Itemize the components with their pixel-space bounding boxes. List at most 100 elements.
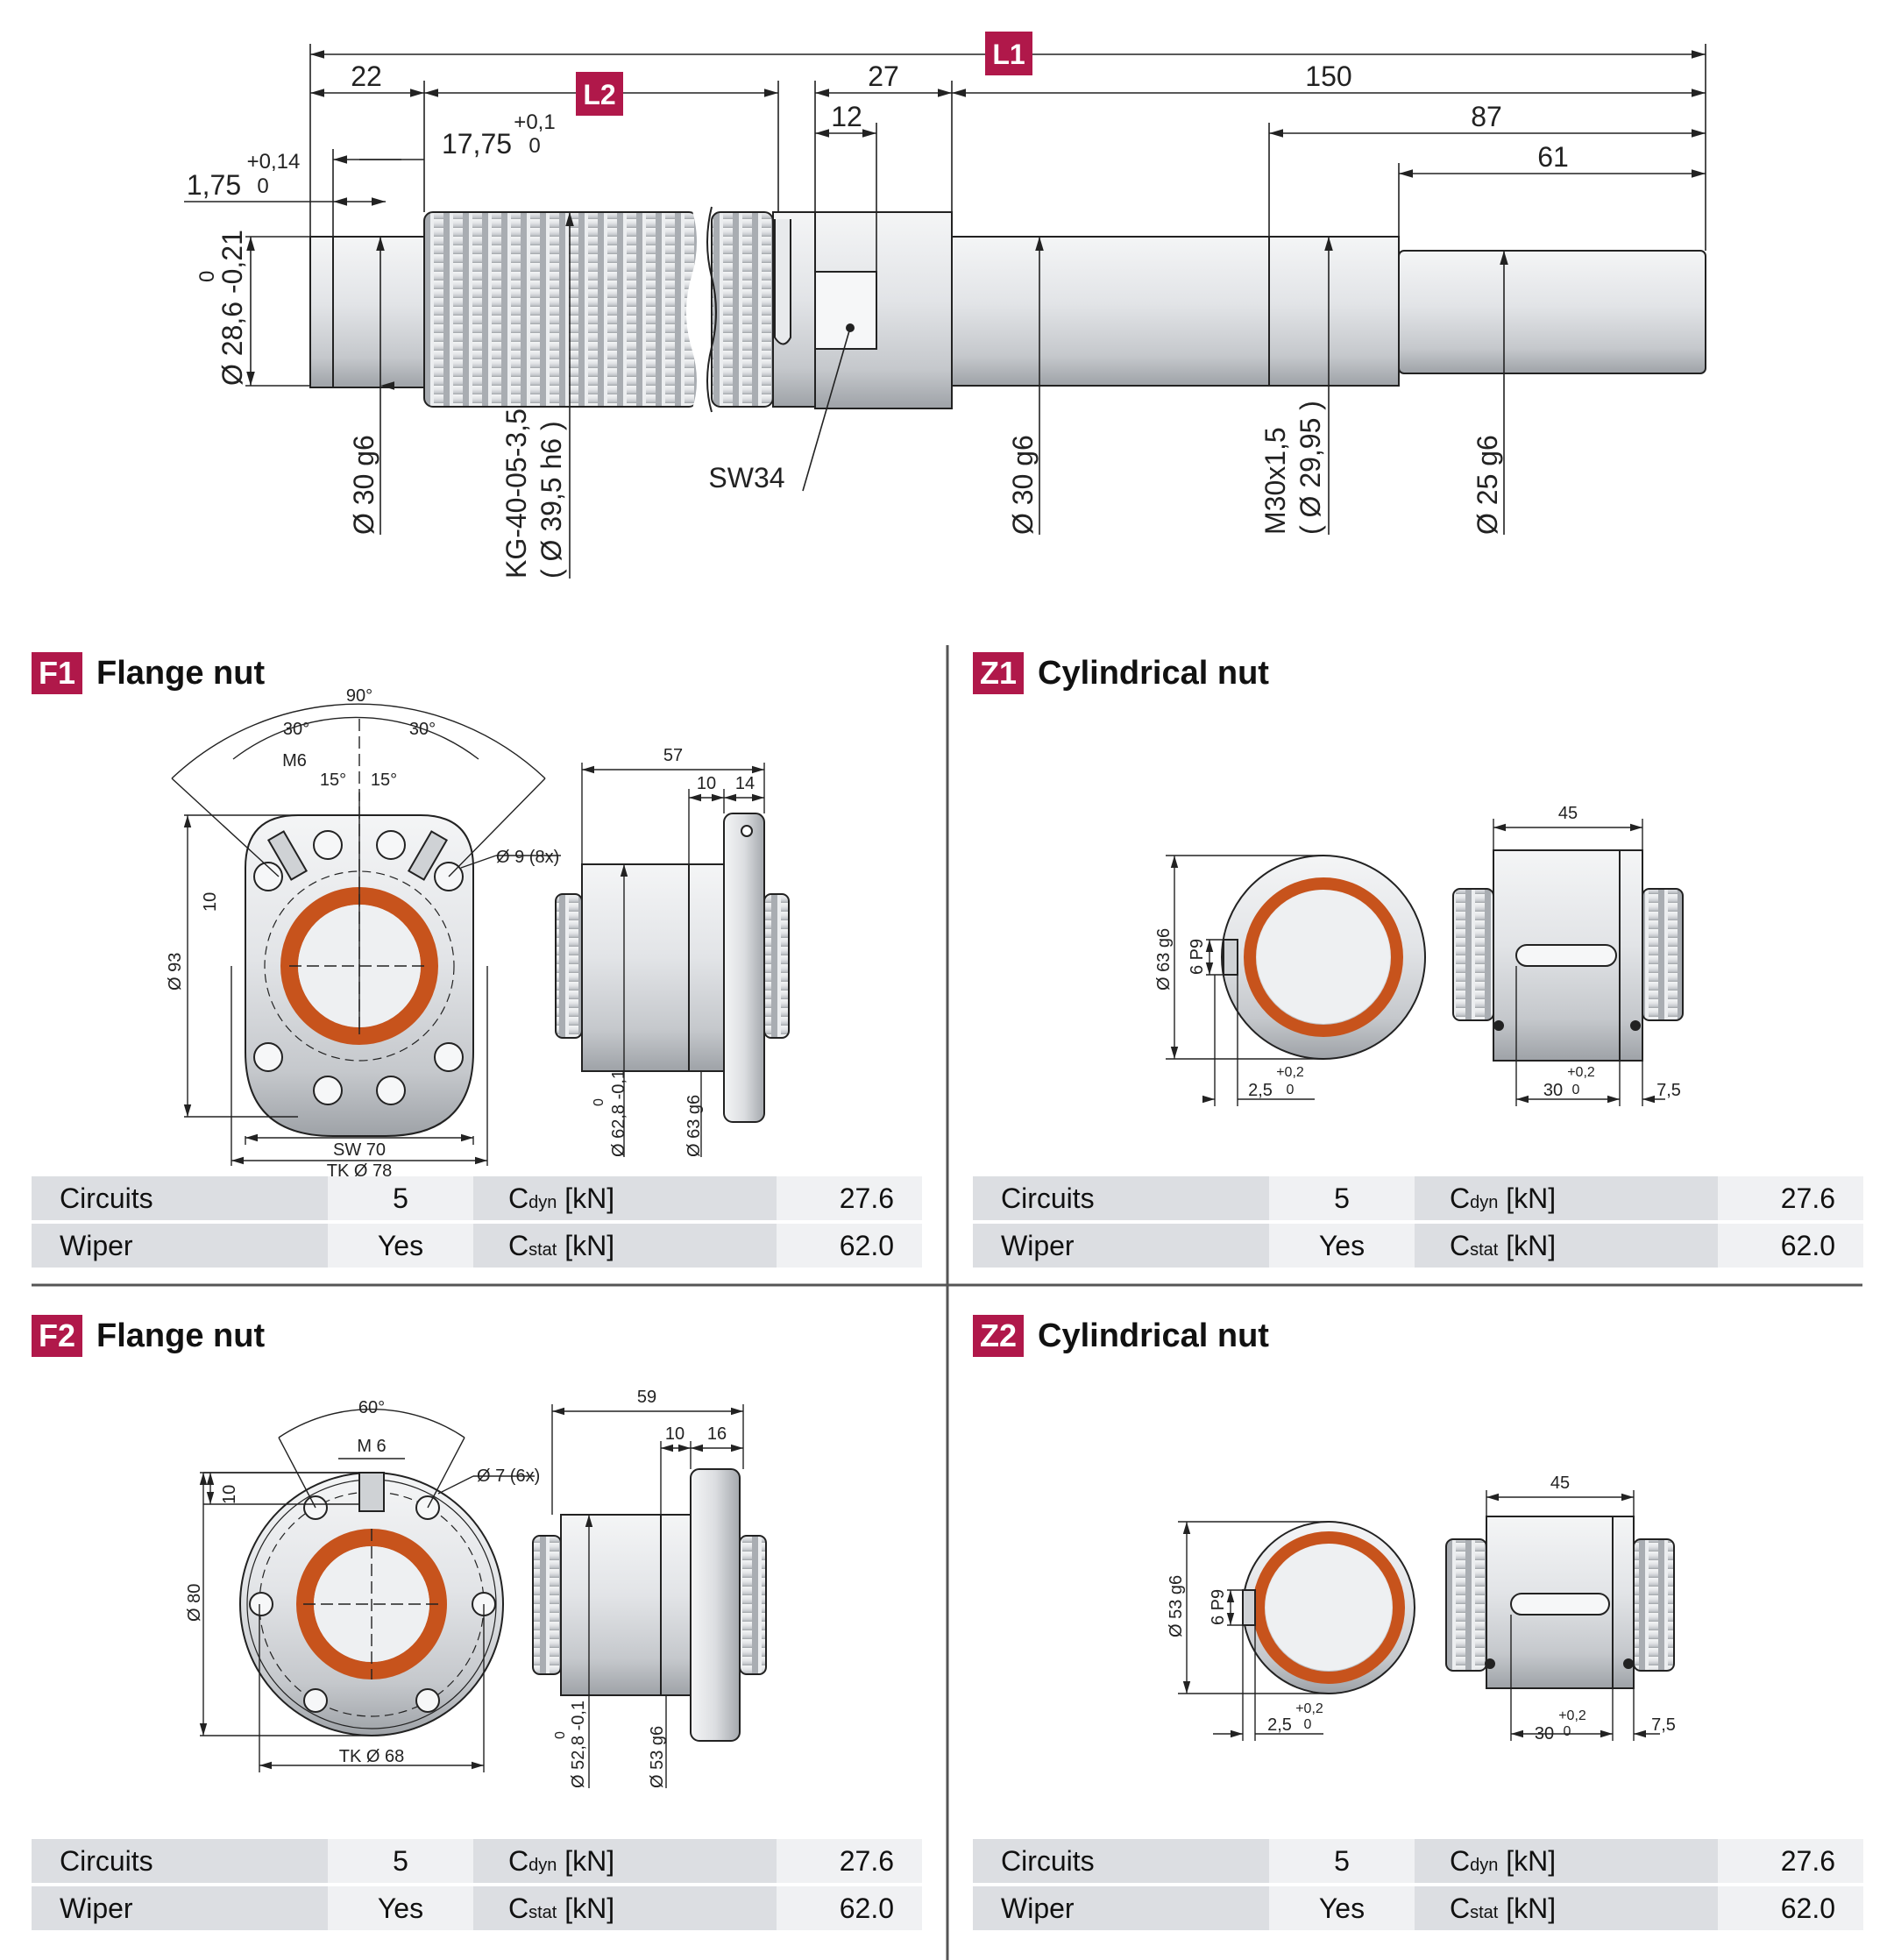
dim-phi30-right: Ø 30 g6 <box>1007 435 1039 535</box>
z1-dim-30-tol: +0,2 <box>1567 1065 1595 1080</box>
cdyn-value: 27.6 <box>777 1839 922 1883</box>
f2-d528: Ø 52,8 -0,1 <box>569 1701 588 1788</box>
z2-dim-30: 30 <box>1535 1724 1554 1743</box>
z2-dim-2-5-tol: +0,2 <box>1295 1701 1323 1716</box>
f2-tk68: TK Ø 68 <box>339 1747 404 1766</box>
cstat-label: Cstat [kN] <box>1415 1886 1718 1930</box>
dim-12: 12 <box>831 101 862 132</box>
f1-dim-10: 10 <box>201 892 220 912</box>
z1-d63: Ø 63 g6 <box>1154 928 1174 991</box>
shaft-thread-right <box>711 211 774 408</box>
cdyn-label: Cdyn [kN] <box>473 1839 777 1883</box>
dim-17-75-tol: +0,1 <box>514 110 555 134</box>
z2-dim-30-tol: +0,2 <box>1558 1708 1586 1723</box>
spec-row-circuits: Circuits 5 Cdyn [kN] 27.6 <box>32 1839 922 1883</box>
shaft-journal-left <box>332 236 425 388</box>
z2-front-dims <box>1178 1521 1329 1741</box>
section-title: Flange nut <box>96 654 266 692</box>
dim-17-75-tol0: 0 <box>528 134 540 158</box>
f2-dim-10: 10 <box>220 1485 239 1504</box>
f1-front-dims <box>171 703 561 1166</box>
f1-side-dims <box>581 763 765 1157</box>
dim-22: 22 <box>351 60 382 92</box>
shaft-m30-thread <box>1268 236 1400 387</box>
wiper-value: Yes <box>1269 1224 1415 1268</box>
z1-dim-30-tol0: 0 <box>1572 1083 1580 1097</box>
f1-d628: Ø 62,8 -0,1 <box>609 1069 628 1157</box>
cstat-value: 62.0 <box>1718 1886 1863 1930</box>
wiper-label: Wiper <box>973 1886 1269 1930</box>
f1-holes: Ø 9 (8x) <box>496 848 559 867</box>
spec-table-f1: Circuits 5 Cdyn [kN] 27.6 Wiper Yes Csta… <box>32 1173 922 1271</box>
z1-dim-30: 30 <box>1543 1081 1563 1100</box>
dim-kg-thread: KG-40-05-3,5 <box>500 408 532 579</box>
dim-m30-thread: M30x1,5 <box>1259 427 1291 535</box>
f1-angle-15-left: 15° <box>320 771 346 790</box>
z1-side-dims <box>1493 819 1665 1106</box>
f1-d63: Ø 63 g6 <box>685 1095 704 1157</box>
wiper-label: Wiper <box>973 1224 1269 1268</box>
spec-table-z1: Circuits 5 Cdyn [kN] 27.6 Wiper Yes Csta… <box>973 1173 1863 1271</box>
wiper-value: Yes <box>328 1224 473 1268</box>
circuits-label: Circuits <box>32 1839 328 1883</box>
f1-angle-30-left: 30° <box>283 720 309 739</box>
z1-dim-2-5-tol: +0,2 <box>1276 1065 1304 1080</box>
f1-dimension-labels: 90° 30° 30° M6 15° 15° Ø 9 (8x) 10 Ø 93 … <box>166 686 755 1181</box>
f1-tk78: TK Ø 78 <box>327 1161 392 1181</box>
section-header-f1: F1 Flange nut <box>32 652 265 694</box>
f1-side-view <box>555 813 790 1123</box>
z2-front-view <box>1242 1521 1415 1694</box>
section-header-z2: Z2 Cylindrical nut <box>973 1315 1269 1357</box>
wiper-label: Wiper <box>32 1224 328 1268</box>
section-header-f2: F2 Flange nut <box>32 1315 265 1357</box>
z1-dim-7-5: 7,5 <box>1656 1081 1681 1100</box>
circuits-label: Circuits <box>32 1176 328 1220</box>
cdyn-label: Cdyn [kN] <box>1415 1839 1718 1883</box>
dim-1-75-tol0: 0 <box>257 174 268 198</box>
section-title: Cylindrical nut <box>1038 654 1269 692</box>
f1-angle-90: 90° <box>346 686 372 706</box>
f1-front-view <box>245 814 474 1137</box>
dim-28-6-tol0: 0 <box>195 271 219 282</box>
marker-l2-label: L2 <box>583 79 615 110</box>
f2-len-10: 10 <box>665 1424 685 1444</box>
cdyn-value: 27.6 <box>777 1176 922 1220</box>
f2-dimension-labels: 60° M 6 Ø 7 (6x) 10 Ø 80 TK Ø 68 59 10 1… <box>185 1388 727 1788</box>
section-title: Flange nut <box>96 1317 266 1354</box>
marker-l1: L1 <box>985 32 1032 75</box>
z1-side-view <box>1452 849 1684 1062</box>
cdyn-value: 27.6 <box>1718 1839 1863 1883</box>
f2-d528-tol0: 0 <box>553 1731 568 1739</box>
f2-side-view <box>532 1468 767 1742</box>
dim-1-75: 1,75 <box>187 169 241 201</box>
z2-side-dims <box>1486 1490 1660 1741</box>
marker-l1-label: L1 <box>992 39 1025 70</box>
z1-p9: 6 P9 <box>1188 939 1207 975</box>
circuits-label: Circuits <box>973 1839 1269 1883</box>
f2-holes: Ø 7 (6x) <box>477 1466 540 1486</box>
z2-d53: Ø 53 g6 <box>1167 1575 1186 1637</box>
dim-phi30-left: Ø 30 g6 <box>348 435 380 535</box>
z2-dim-7-5: 7,5 <box>1651 1715 1676 1735</box>
shaft-journal-right <box>1398 250 1706 374</box>
f1-len-14: 14 <box>735 774 755 793</box>
circuits-value: 5 <box>1269 1176 1415 1220</box>
z1-dim-2-5: 2,5 <box>1248 1081 1273 1100</box>
cstat-label: Cstat [kN] <box>473 1886 777 1930</box>
f2-d53: Ø 53 g6 <box>648 1726 667 1788</box>
section-badge: F1 <box>32 652 83 694</box>
cstat-label: Cstat [kN] <box>473 1224 777 1268</box>
shaft-journal-mid <box>951 236 1270 387</box>
f2-m6: M 6 <box>357 1437 386 1456</box>
f2-len-16: 16 <box>707 1424 727 1444</box>
shaft-thread-left <box>423 211 699 408</box>
f1-len-10: 10 <box>697 774 716 793</box>
dim-phi25: Ø 25 g6 <box>1472 435 1503 535</box>
f2-side-dims <box>551 1404 744 1788</box>
f1-len-57: 57 <box>663 746 683 765</box>
marker-l2: L2 <box>576 72 623 116</box>
cdyn-value: 27.6 <box>1718 1176 1863 1220</box>
dim-61: 61 <box>1537 141 1569 173</box>
f2-angle-60: 60° <box>358 1398 385 1417</box>
z1-dimension-labels: 45 Ø 63 g6 6 P9 2,5 +0,2 0 30 +0,2 0 7,5 <box>1154 804 1681 1100</box>
